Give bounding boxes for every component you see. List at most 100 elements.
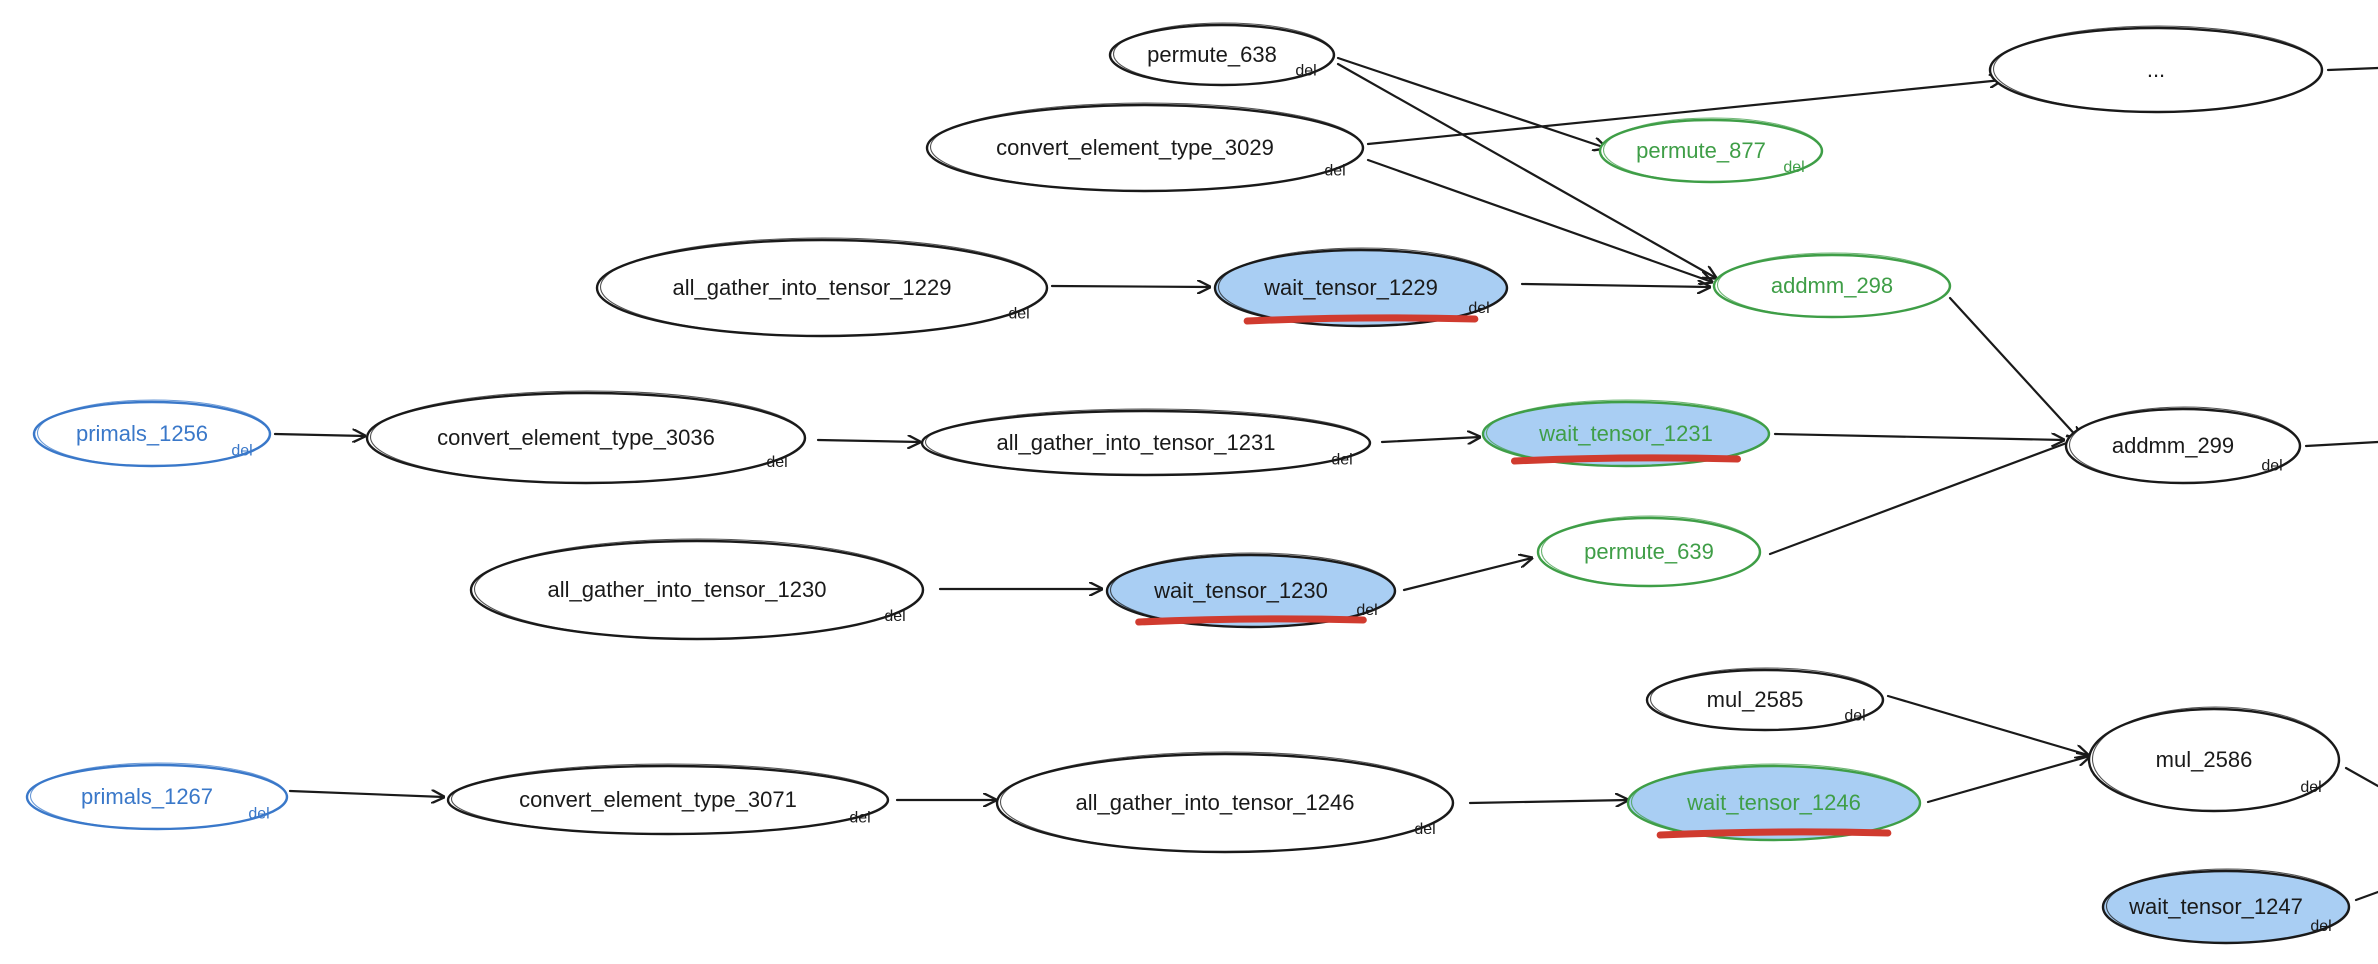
- node-shape-sketch: [599, 237, 1048, 337]
- node-shape-sketch: [1217, 247, 1508, 327]
- node-label: addmm_298: [1771, 273, 1893, 298]
- node-addmm-298[interactable]: addmm_298: [1712, 252, 1952, 319]
- red-underline-mark: [1135, 615, 1367, 626]
- edge-wait_tensor_1246-to-mul_2586: [1926, 756, 2090, 804]
- node-sublabel: del: [766, 454, 787, 471]
- node-label: all_gather_into_tensor_1229: [673, 275, 952, 300]
- node-wait-tensor-1246[interactable]: wait_tensor_1246: [1626, 763, 1922, 842]
- node-label: addmm_299: [2112, 433, 2234, 458]
- edge-primals_1256-to-convert_element_type_3036: [273, 434, 365, 436]
- node-label: ...: [2147, 57, 2165, 82]
- node-sublabel: del: [884, 608, 905, 625]
- edge-mul_2585-to-mul_2586: [1886, 694, 2088, 755]
- node-shape-sketch: [1630, 763, 1921, 841]
- node-shape-sketch: [929, 102, 1364, 192]
- node-wait-tensor-1231[interactable]: wait_tensor_1231: [1481, 399, 1771, 468]
- node-sublabel: del: [248, 806, 269, 823]
- red-underline-mark: [1510, 454, 1742, 465]
- node-shape-sketch: [1602, 117, 1823, 183]
- node-sublabel: del: [1008, 305, 1029, 322]
- node-shape-sketch: [1992, 25, 2323, 113]
- node-shape-sketch: [1716, 252, 1951, 318]
- node-sublabel: del: [1331, 452, 1352, 469]
- node-shape-sketch: [1112, 22, 1335, 86]
- node-label: all_gather_into_tensor_1230: [548, 577, 827, 602]
- node-label: wait_tensor_1247: [2128, 894, 2303, 919]
- node-shape-sketch: [450, 763, 889, 835]
- node-ellipsis-node[interactable]: ...: [1988, 25, 2324, 114]
- node-sublabel: del: [1414, 821, 1435, 838]
- edge-wait_tensor_1231-to-addmm_299: [1773, 434, 2064, 440]
- node-label: mul_2585: [1707, 687, 1804, 712]
- node-shape-sketch: [473, 538, 924, 640]
- node-permute-639[interactable]: permute_639: [1536, 515, 1762, 588]
- node-shape-sketch: [36, 399, 271, 467]
- node-sublabel: del: [1324, 163, 1345, 180]
- node-shape-sketch: [924, 408, 1371, 476]
- edge-all_gather_into_tensor_1229-to-wait_tensor_1229: [1050, 286, 1210, 287]
- offscreen-edge-stub: [2304, 440, 2378, 448]
- node-label: permute_877: [1636, 138, 1766, 163]
- node-label: wait_tensor_1246: [1686, 790, 1861, 815]
- node-sublabel: del: [2261, 457, 2282, 474]
- node-sublabel: del: [1844, 708, 1865, 725]
- node-label: wait_tensor_1229: [1263, 275, 1438, 300]
- node-shape-sketch: [2105, 868, 2350, 944]
- node-label: convert_element_type_3036: [437, 425, 715, 450]
- node-sublabel: del: [849, 810, 870, 827]
- edge-convert_element_type_3036-to-all_gather_into_tensor_1231: [816, 440, 920, 442]
- offscreen-edge-stub: [2354, 890, 2378, 902]
- node-shape-sketch: [369, 390, 806, 484]
- node-sublabel: del: [2300, 779, 2321, 796]
- edge-permute_638-to-addmm_298: [1336, 62, 1716, 278]
- edge-all_gather_into_tensor_1246-to-wait_tensor_1246: [1468, 800, 1628, 803]
- edge-permute_639-to-addmm_299: [1768, 438, 2080, 556]
- node-shape-sketch: [1649, 667, 1884, 731]
- node-sublabel: del: [1468, 300, 1489, 317]
- edge-wait_tensor_1229-to-addmm_298: [1520, 284, 1710, 287]
- edge-primals_1267-to-convert_element_type_3071: [288, 791, 444, 797]
- node-sublabel: del: [2310, 918, 2331, 935]
- edge-wait_tensor_1230-to-permute_639: [1402, 558, 1532, 592]
- offscreen-edge-stub: [2344, 766, 2378, 788]
- node-shape-sketch: [1540, 515, 1761, 587]
- node-shape-sketch: [1485, 399, 1770, 467]
- offscreen-edge-stub: [2326, 66, 2378, 72]
- node-shape-sketch: [29, 762, 288, 830]
- node-label: primals_1256: [76, 421, 208, 446]
- node-shape-sketch: [2068, 406, 2301, 484]
- node-sublabel: del: [231, 443, 252, 460]
- node-label: wait_tensor_1231: [1538, 421, 1713, 446]
- node-label: all_gather_into_tensor_1231: [997, 430, 1276, 455]
- node-sublabel: del: [1356, 602, 1377, 619]
- edge-addmm_298-to-addmm_299: [1948, 296, 2080, 440]
- edge-convert_element_type_3029-to-ellipsis_node: [1366, 80, 2002, 146]
- node-label: convert_element_type_3071: [519, 787, 797, 812]
- red-underline-mark: [1243, 314, 1479, 325]
- node-label: mul_2586: [2156, 747, 2253, 772]
- edge-permute_638-to-permute_877: [1336, 56, 1606, 148]
- red-underline-mark: [1656, 828, 1892, 839]
- node-shape-sketch: [999, 751, 1454, 853]
- node-label: convert_element_type_3029: [996, 135, 1274, 160]
- node-shape-sketch: [2091, 706, 2340, 812]
